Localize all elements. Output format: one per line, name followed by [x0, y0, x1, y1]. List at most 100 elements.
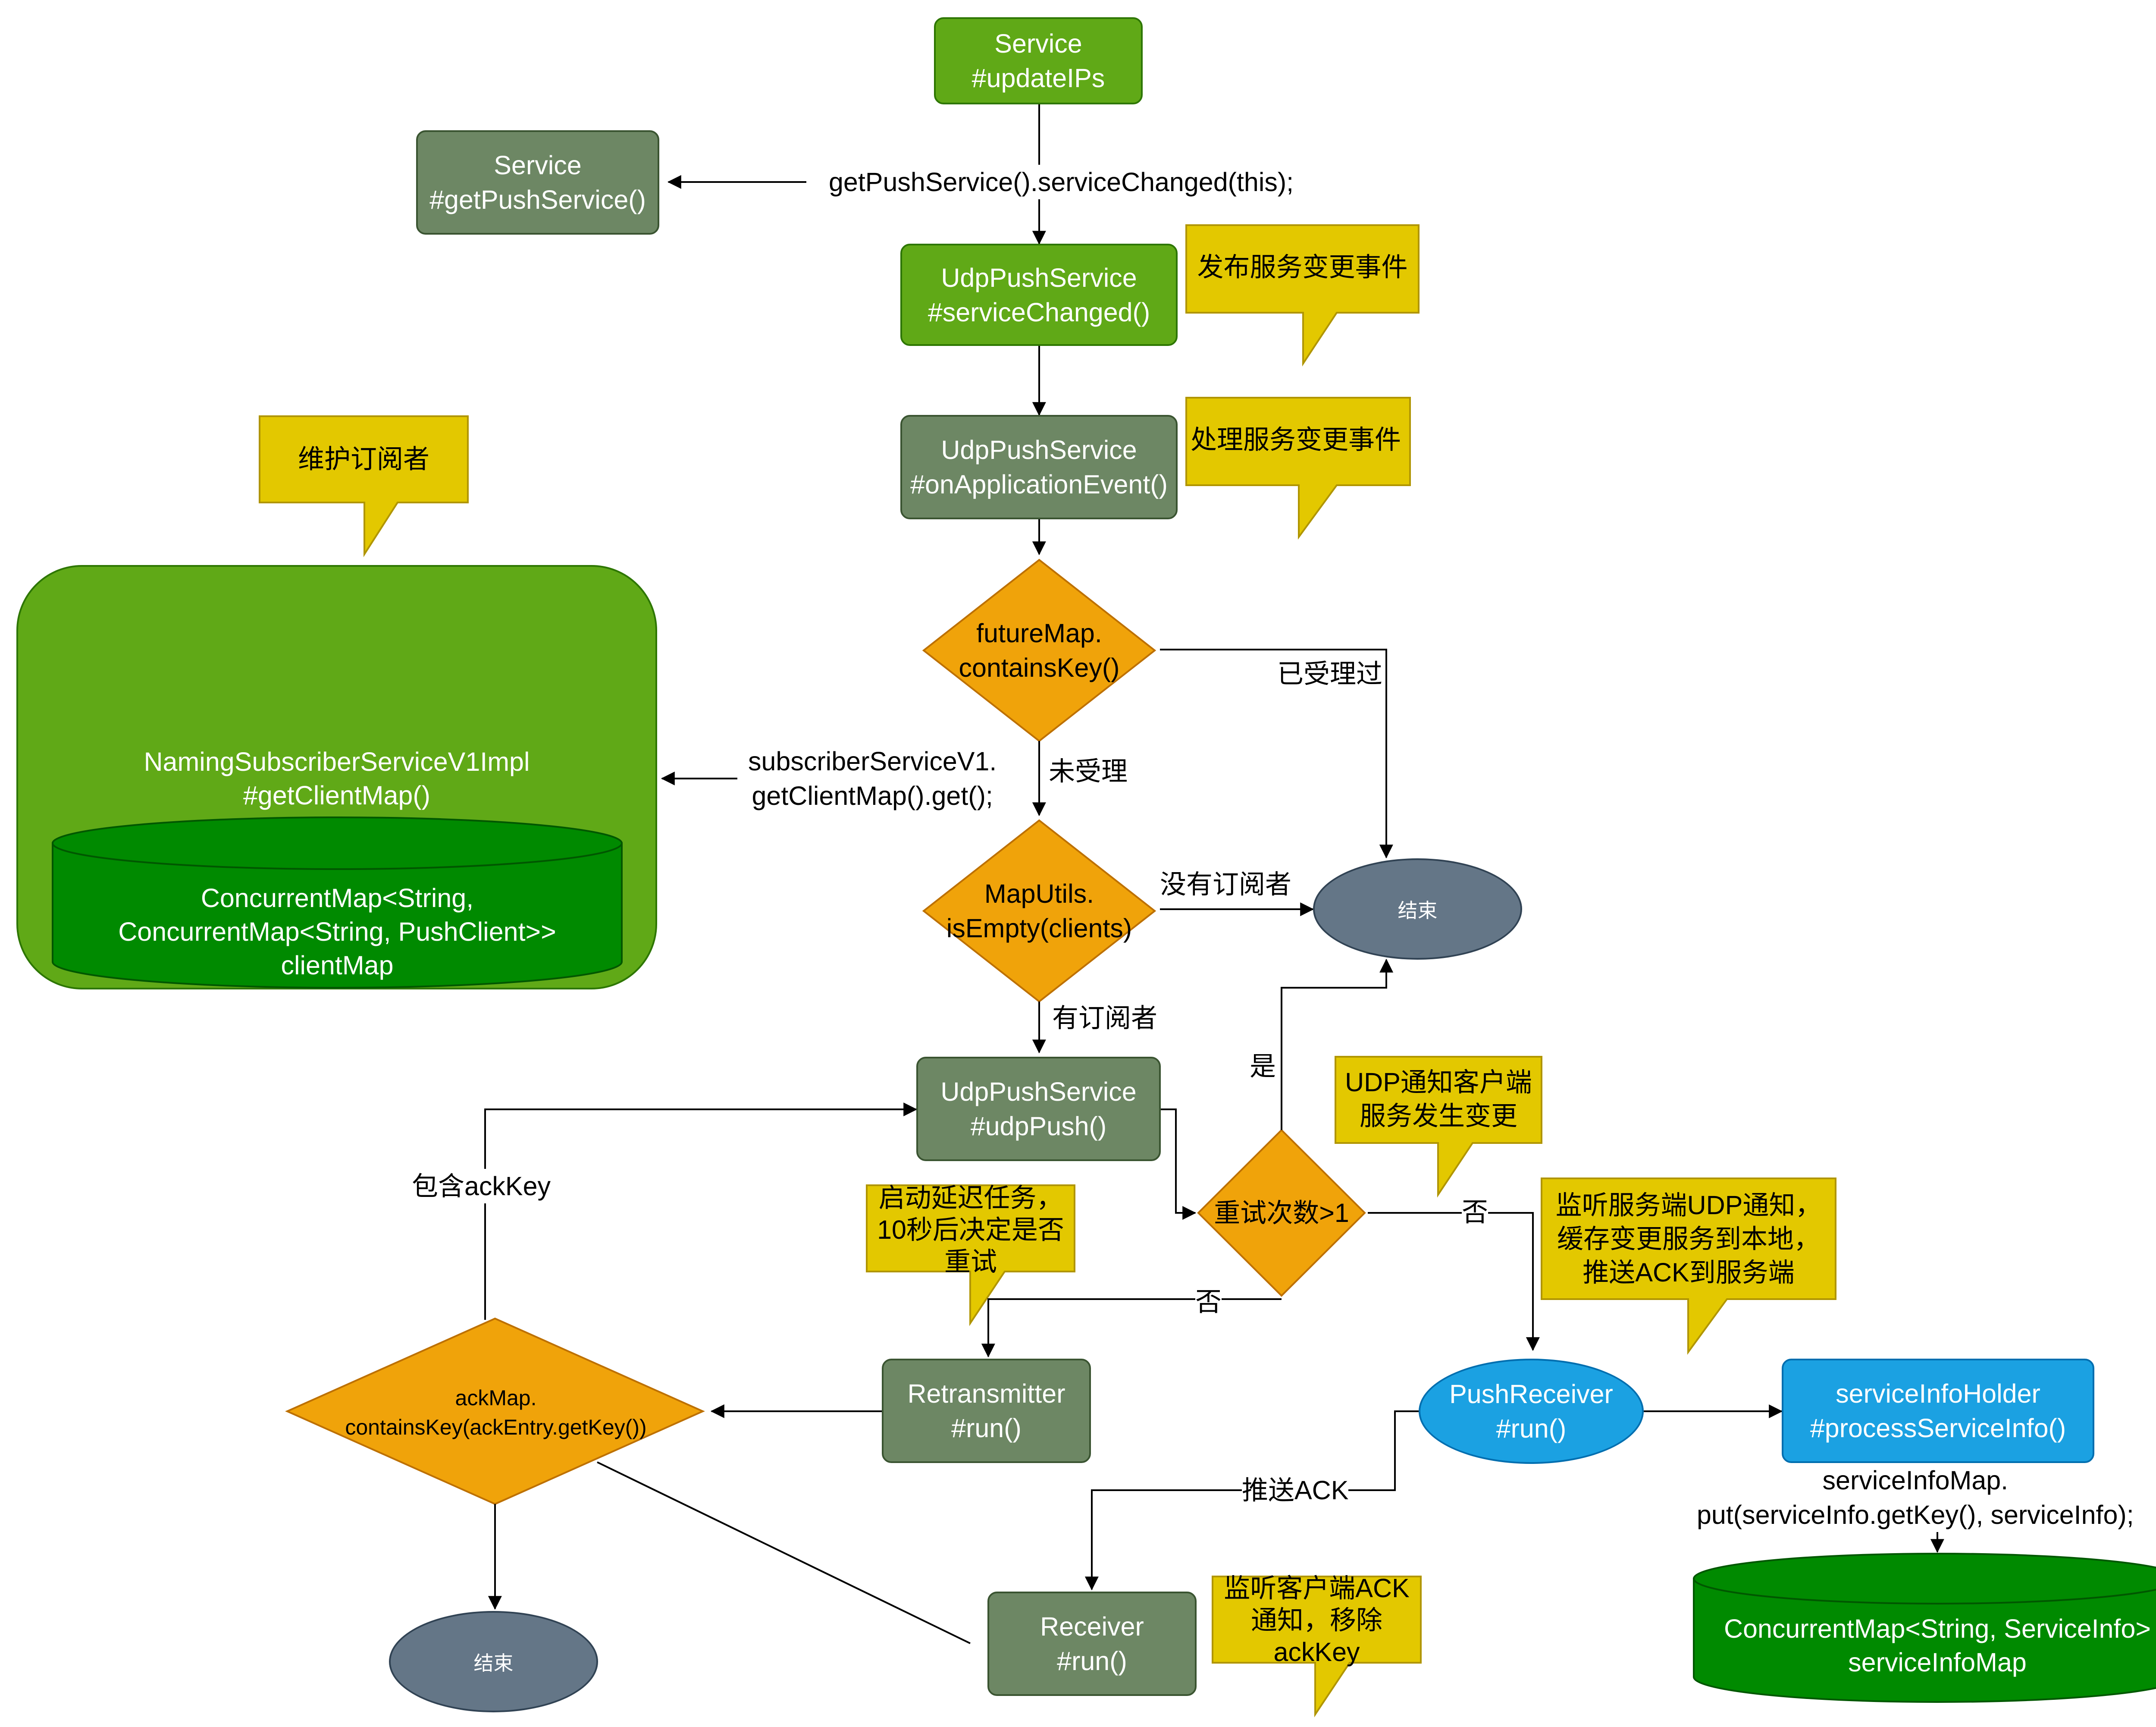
callout-publish-event — [1185, 224, 1420, 367]
service-update-ips-line2: #updateIPs — [971, 63, 1105, 93]
map-utils-line1: MapUtils. — [984, 879, 1094, 908]
ack-map-line1: ackMap. — [455, 1386, 537, 1410]
label-not-processed: 未受理 — [1049, 757, 1128, 786]
client-map-cylinder — [52, 816, 623, 989]
map-utils-line2: isEmpty(clients) — [946, 914, 1132, 943]
map-utils-text: MapUtils. isEmpty(clients) — [931, 872, 1147, 950]
label-push-ack: 推送ACK — [1242, 1473, 1349, 1507]
end-bottom-label: 结束 — [473, 1652, 514, 1674]
edge-udppush-to-retry — [1161, 1108, 1197, 1220]
label-yes: 是 — [1250, 1052, 1276, 1081]
edge-future-to-end — [1160, 649, 1393, 859]
service-info-holder-line2: #processServiceInfo() — [1810, 1413, 2066, 1443]
push-receiver-line1: PushReceiver — [1449, 1379, 1613, 1409]
service-info-map-cylinder — [1693, 1553, 2156, 1703]
udp-notify-line1: UDP通知客户端 — [1345, 1068, 1532, 1097]
service-changed-line1: UdpPushService — [941, 263, 1137, 292]
listen-ack-line2: 通知，移除 — [1250, 1605, 1382, 1635]
label-get-push-service-call: getPushService().serviceChanged(this); — [829, 165, 1294, 199]
delay-task-line3: 重试 — [944, 1247, 997, 1276]
put-service-info-line1: serviceInfoMap. — [1822, 1466, 2009, 1495]
future-map-line1: futureMap. — [976, 619, 1102, 648]
callout-listen-ack-text: 监听客户端ACK 通知，移除 ackKey — [1213, 1572, 1421, 1668]
service-changed-line2: #serviceChanged() — [928, 297, 1150, 327]
retry-count-text: 重试次数>1 — [1200, 1196, 1363, 1230]
callout-handle-event-text: 处理服务变更事件 — [1181, 423, 1410, 456]
receiver-line1: Receiver — [1040, 1612, 1144, 1641]
label-already-processed: 已受理过 — [1277, 659, 1383, 688]
end-bottom-node: 结束 — [389, 1611, 598, 1712]
udp-push-line2: #udpPush() — [970, 1112, 1107, 1141]
callout-handle-event — [1185, 397, 1411, 540]
edge-retry-yes-to-end — [1281, 958, 1394, 1130]
listen-udp-line1: 监听服务端UDP通知， — [1555, 1190, 1822, 1220]
get-client-map-line1: subscriberServiceV1. — [748, 747, 997, 776]
service-info-map-text: ConcurrentMap<String, ServiceInfo> servi… — [1694, 1611, 2156, 1680]
client-map-line1: ConcurrentMap<String, — [201, 883, 474, 913]
push-receiver-line2: #run() — [1496, 1414, 1567, 1443]
retransmitter-run-node: Retransmitter #run() — [882, 1359, 1091, 1463]
callout-publish-event-text: 发布服务变更事件 — [1186, 250, 1419, 284]
on-application-event-line1: UdpPushService — [941, 435, 1137, 465]
edge-ackmap-to-udppush — [484, 1102, 918, 1320]
edge-pushreceiver-to-receiver — [1084, 1410, 1423, 1591]
udp-service-changed-node: UdpPushService #serviceChanged() — [900, 244, 1178, 346]
callout-udp-notify — [1335, 1056, 1542, 1198]
listen-udp-line3: 推送ACK到服务端 — [1583, 1258, 1795, 1287]
callout-maintain-subscribers-text: 维护订阅者 — [260, 442, 468, 476]
ack-map-line2: containsKey(ackEntry.getKey()) — [345, 1415, 647, 1439]
publish-event-line1: 发布服务变更事件 — [1197, 252, 1408, 282]
udp-on-application-event-node: UdpPushService #onApplicationEvent() — [900, 415, 1178, 519]
udp-notify-line2: 服务发生变更 — [1359, 1101, 1517, 1130]
service-get-push-service-node: Service #getPushService() — [416, 130, 659, 235]
ack-map-text: ackMap. containsKey(ackEntry.getKey()) — [302, 1380, 690, 1445]
end-top-label: 结束 — [1398, 899, 1438, 922]
label-has-subscribers: 有订阅者 — [1052, 1003, 1158, 1033]
service-info-holder-line1: serviceInfoHolder — [1836, 1379, 2040, 1408]
maintain-subscribers-line1: 维护订阅者 — [298, 444, 429, 474]
naming-subscriber-line2: #getClientMap() — [243, 781, 430, 810]
callout-listen-udp-text: 监听服务端UDP通知， 缓存变更服务到本地， 推送ACK到服务端 — [1542, 1188, 1836, 1289]
naming-subscriber-line1: NamingSubscriberServiceV1Impl — [144, 747, 530, 776]
label-no-right: 否 — [1462, 1195, 1489, 1229]
listen-ack-line1: 监听客户端ACK — [1224, 1573, 1410, 1603]
udp-push-line1: UdpPushService — [940, 1077, 1137, 1106]
service-info-holder-node: serviceInfoHolder #processServiceInfo() — [1782, 1359, 2094, 1463]
get-push-service-line2: #getPushService() — [429, 185, 646, 214]
callout-delay-task — [866, 1184, 1075, 1326]
naming-subscriber-text: NamingSubscriberServiceV1Impl #getClient… — [26, 744, 648, 813]
delay-task-line1: 启动延迟任务， — [878, 1183, 1063, 1212]
label-contains-ack-key: 包含ackKey — [412, 1169, 551, 1203]
edge-retry-no-to-pushreceiver — [1368, 1212, 1540, 1351]
label-no-left: 否 — [1195, 1284, 1222, 1319]
udp-push-node: UdpPushService #udpPush() — [916, 1057, 1161, 1161]
on-application-event-line2: #onApplicationEvent() — [910, 470, 1168, 499]
client-map-line3: clientMap — [281, 951, 394, 980]
delay-task-line2: 10秒后决定是否 — [877, 1215, 1064, 1244]
handle-event-line1: 处理服务变更事件 — [1190, 425, 1401, 454]
service-update-ips-line1: Service — [994, 29, 1082, 58]
callout-udp-notify-text: UDP通知客户端 服务发生变更 — [1335, 1065, 1542, 1133]
listen-ack-line3: ackKey — [1273, 1637, 1360, 1667]
label-put-service-info: serviceInfoMap. put(serviceInfo.getKey()… — [1697, 1463, 2134, 1532]
label-no-subscribers: 没有订阅者 — [1160, 870, 1292, 899]
future-map-text: futureMap. containsKey() — [931, 612, 1147, 689]
receiver-line2: #run() — [1057, 1646, 1127, 1676]
push-receiver-run-node: PushReceiver #run() — [1419, 1359, 1644, 1464]
get-push-service-line1: Service — [494, 151, 582, 180]
listen-udp-line2: 缓存变更服务到本地， — [1557, 1224, 1820, 1253]
get-client-map-line2: getClientMap().get(); — [752, 781, 993, 810]
service-info-map-line1: ConcurrentMap<String, ServiceInfo> — [1724, 1614, 2151, 1643]
edge-retry-no-to-retransmitter — [981, 1298, 1282, 1358]
label-get-client-map-call: subscriberServiceV1. getClientMap().get(… — [748, 744, 997, 813]
client-map-text: ConcurrentMap<String, ConcurrentMap<Stri… — [53, 880, 622, 983]
client-map-line2: ConcurrentMap<String, PushClient>> — [118, 917, 556, 946]
retry-count-label: 重试次数>1 — [1214, 1198, 1349, 1228]
retransmitter-line2: #run() — [951, 1413, 1022, 1443]
retransmitter-line1: Retransmitter — [907, 1379, 1065, 1408]
service-info-map-line2: serviceInfoMap — [1848, 1648, 2027, 1677]
callout-listen-udp — [1541, 1178, 1836, 1355]
callout-maintain-subscribers — [259, 415, 469, 557]
edge-receiver-to-ackmap — [597, 1461, 971, 1644]
